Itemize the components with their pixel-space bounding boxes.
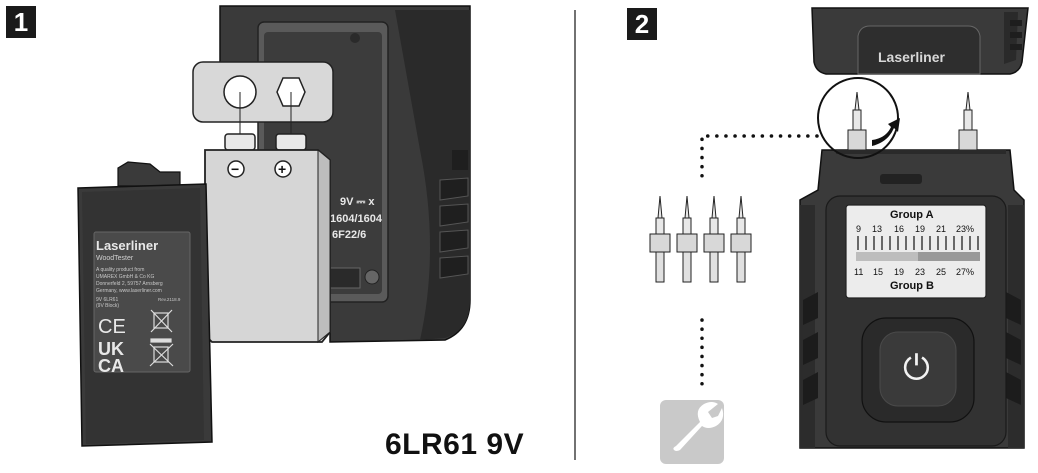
rating-line-3: 6F22/6 — [332, 229, 366, 241]
device-cap: Laserliner — [811, 7, 1029, 75]
svg-text:UMAREX GmbH & Co KG: UMAREX GmbH & Co KG — [96, 274, 154, 280]
group-b-value: 25 — [936, 267, 946, 277]
rotate-arrow-icon — [872, 118, 900, 146]
svg-text:−: − — [231, 161, 239, 177]
svg-text:(9V Block): (9V Block) — [96, 303, 119, 309]
svg-text:Donnerfeld 2, 59757 Arnsberg: Donnerfeld 2, 59757 Arnsberg — [96, 281, 163, 287]
detail-magnifier — [817, 77, 900, 159]
group-a-value: 21 — [936, 224, 946, 234]
group-b-value: 19 — [894, 267, 904, 277]
step-2-badge: 2 — [627, 8, 657, 40]
group-a-value: 19 — [915, 224, 925, 234]
ukca-mark-ca: CA — [98, 356, 124, 376]
spare-pins — [649, 195, 752, 283]
group-b-label: Group B — [890, 280, 934, 292]
group-a-value: 23% — [956, 224, 974, 234]
ukca-mark-uk: UK — [98, 339, 124, 359]
wrench-icon — [660, 400, 724, 464]
power-icon: ⏻ — [903, 349, 930, 387]
group-a-scale: 9 13 16 19 21 23% — [856, 224, 974, 234]
installed-pins — [836, 91, 1006, 154]
group-b-value: 11 — [854, 267, 863, 277]
svg-text:+: + — [278, 161, 286, 177]
minus-terminal-symbol — [227, 160, 245, 178]
weee-battery-bin-icon — [149, 343, 174, 367]
group-a-label: Group A — [890, 209, 934, 221]
dotted-guides — [700, 134, 819, 394]
group-b-value: 23 — [915, 267, 925, 277]
group-b-value: 27% — [956, 267, 974, 277]
plus-terminal-symbol — [274, 160, 292, 178]
group-a-value: 16 — [894, 224, 904, 234]
ce-mark: CE — [98, 316, 126, 338]
device-front-body — [799, 149, 1025, 449]
terminal-callout — [192, 61, 334, 140]
svg-text:Rev.2118.9: Rev.2118.9 — [158, 297, 181, 302]
compartment-rating-text: 9V ⎓ x 1604/1604 6F22/6 — [330, 196, 383, 241]
led-display: Group A 9 13 16 19 21 23% — [854, 209, 979, 292]
group-b-value: 15 — [873, 267, 883, 277]
group-a-value: 9 — [856, 224, 861, 234]
group-b-scale: 11 15 19 23 25 27% — [854, 267, 974, 277]
svg-text:9V 6LR61: 9V 6LR61 — [96, 297, 118, 303]
step-1-badge: 1 — [6, 6, 36, 38]
svg-text:Germany, www.laserliner.com: Germany, www.laserliner.com — [96, 288, 162, 294]
battery-cover — [77, 161, 213, 447]
cover-model: WoodTester — [96, 255, 134, 262]
battery-cover-label: Laserliner WoodTester A quality product … — [96, 238, 181, 376]
led-segments — [857, 236, 979, 250]
rating-line-2: 1604/1604 — [330, 213, 383, 225]
weee-bin-icon — [150, 309, 173, 343]
svg-text:A quality product from: A quality product from — [96, 267, 144, 273]
battery-type-label: 6LR61 9V — [385, 428, 525, 461]
rating-line-1: 9V ⎓ x — [340, 196, 375, 208]
cap-brand: Laserliner — [878, 49, 945, 65]
cover-brand: Laserliner — [96, 238, 158, 253]
group-a-value: 13 — [872, 224, 882, 234]
battery-9v: − + — [204, 133, 331, 344]
